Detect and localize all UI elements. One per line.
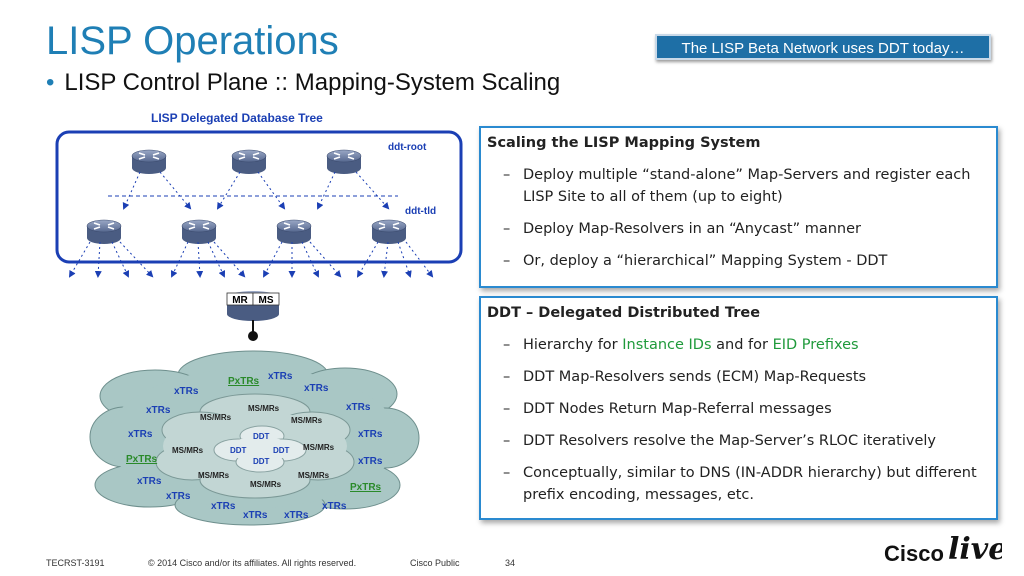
xtrs-label: xTRs (358, 456, 383, 467)
list-item: –DDT Map-Resolvers sends (ECM) Map-Reque… (503, 369, 867, 385)
xtrs-label: xTRs (322, 501, 347, 512)
subtitle-text: LISP Control Plane :: Mapping-System Sca… (64, 69, 561, 96)
scaling-panel-heading: Scaling the LISP Mapping System (487, 135, 761, 151)
tld-router-icon (181, 219, 217, 245)
ddt-panel: DDT – Delegated Distributed Tree –Hierar… (479, 296, 998, 520)
page-number: 34 (505, 558, 516, 568)
xtrs-label: xTRs (174, 386, 199, 397)
ddt-panel-heading: DDT – Delegated Distributed Tree (487, 305, 761, 321)
ms-label: MS (259, 295, 274, 306)
ms-mrs-label: MS/MRs (248, 404, 280, 413)
xtrs-label: xTRs (211, 501, 236, 512)
footer-copyright: © 2014 Cisco and/or its affiliates. All … (148, 558, 357, 568)
ddt-list: –Hierarchy for Instance IDs and for EID … (503, 334, 990, 516)
tld-router-icon (371, 219, 407, 245)
tree-frame (55, 130, 463, 264)
root-arrows (122, 171, 390, 210)
footer-code: TECRST-3191 (46, 558, 105, 568)
ms-mrs-label: MS/MRs (298, 471, 330, 480)
bullet-icon: • (46, 69, 55, 96)
ddt-label: DDT (253, 457, 270, 466)
ddt-label: DDT (230, 446, 247, 455)
ddt-diagram: LISP Delegated Database Tree ddt-root dd… (55, 111, 463, 526)
xtrs-label: xTRs (166, 491, 191, 502)
ddt-tld-label: ddt-tld (405, 206, 436, 217)
pxtrs-label: PxTRs (126, 454, 158, 465)
tld-router-icon (276, 219, 312, 245)
ms-mrs-label: MS/MRs (303, 443, 335, 452)
tld-router-icon (86, 219, 122, 245)
ddt-root-label: ddt-root (388, 142, 427, 153)
pxtrs-label: PxTRs (228, 376, 260, 387)
instance-ids-highlight: Instance IDs (622, 337, 712, 353)
list-item: –Deploy multiple “stand-alone” Map-Serve… (503, 167, 971, 205)
eid-prefixes-highlight: EID Prefixes (772, 337, 859, 353)
ms-mrs-label: MS/MRs (291, 416, 323, 425)
cisco-wordmark: Cisco (884, 541, 944, 566)
slide-subtitle: • LISP Control Plane :: Mapping-System Sc… (46, 68, 560, 98)
list-item: –Or, deploy a “hierarchical” Mapping Sys… (503, 253, 888, 269)
tld-arrows (68, 241, 434, 278)
ms-mrs-label: MS/MRs (200, 413, 232, 422)
cloud-labels: PxTRs xTRs xTRs xTRs xTRs xTRs MS/MRs MS… (126, 371, 383, 521)
live-wordmark: live! (948, 532, 1002, 567)
list-item: –Deploy Map-Resolvers in an “Anycast” ma… (503, 221, 861, 237)
xtrs-label: xTRs (146, 405, 171, 416)
root-router-icon (326, 149, 362, 175)
list-item: –DDT Resolvers resolve the Map-Server’s … (503, 433, 937, 449)
tree-title: LISP Delegated Database Tree (151, 111, 323, 125)
xtrs-label: xTRs (304, 383, 329, 394)
cisco-live-logo: Cisco live! (884, 532, 1002, 567)
inner-cloud (213, 425, 307, 473)
callout-box: The LISP Beta Network uses DDT today… (655, 34, 991, 60)
xtrs-label: xTRs (137, 476, 162, 487)
ddt-label: DDT (273, 446, 290, 455)
footer-classification: Cisco Public (410, 558, 460, 568)
mr-label: MR (232, 295, 248, 306)
pxtrs-label: PxTRs (350, 482, 382, 493)
xtrs-label: xTRs (243, 510, 268, 521)
slide-title: LISP Operations (46, 19, 339, 63)
list-item: –Conceptually, similar to DNS (IN-ADDR h… (503, 465, 977, 503)
root-router-icon (231, 149, 267, 175)
list-item: –DDT Nodes Return Map-Referral messages (503, 401, 832, 417)
list-item: –Hierarchy for Instance IDs and for EID … (503, 337, 859, 353)
scaling-list: –Deploy multiple “stand-alone” Map-Serve… (503, 164, 990, 282)
mr-ms-router-icon: MR MS (226, 291, 280, 321)
xtrs-label: xTRs (346, 402, 371, 413)
xtrs-label: xTRs (268, 371, 293, 382)
ms-mrs-label: MS/MRs (250, 480, 282, 489)
ms-mrs-label: MS/MRs (172, 446, 204, 455)
scaling-panel: Scaling the LISP Mapping System –Deploy … (479, 126, 998, 288)
xtrs-label: xTRs (284, 510, 309, 521)
xtrs-label: xTRs (358, 429, 383, 440)
xtrs-label: xTRs (128, 429, 153, 440)
root-router-icon (131, 149, 167, 175)
mr-ms-connector-dot (248, 331, 258, 341)
ms-mrs-label: MS/MRs (198, 471, 230, 480)
ddt-label: DDT (253, 432, 270, 441)
